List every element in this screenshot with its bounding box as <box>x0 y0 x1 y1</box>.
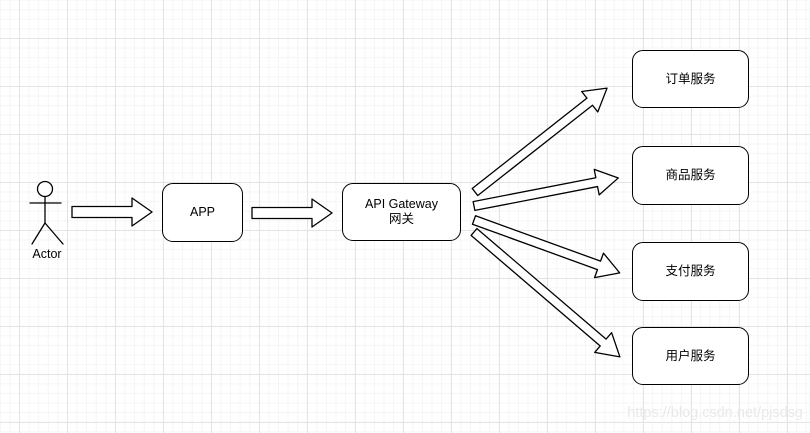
arrow-app-to-gateway <box>251 198 333 228</box>
node-label-line1: API Gateway <box>365 197 438 211</box>
node-app: APP <box>162 183 243 242</box>
node-payment-service: 支付服务 <box>632 242 749 301</box>
actor-leg-left <box>31 222 46 245</box>
arrow-gateway-to-product-service <box>472 168 619 212</box>
arrow-gateway-to-payment-service <box>471 215 621 279</box>
arrow-gateway-to-order-service <box>471 87 608 197</box>
watermark: https://blog.csdn.net/pjsdsg <box>627 405 803 421</box>
node-order-service: 订单服务 <box>632 50 749 108</box>
node-api-gateway: API Gateway 网关 <box>342 183 461 241</box>
node-label: 用户服务 <box>665 348 716 363</box>
actor-figure <box>29 180 64 245</box>
arrow-actor-to-app <box>71 197 153 227</box>
node-label-line2: 网关 <box>388 212 414 226</box>
actor-label: Actor <box>32 247 62 261</box>
node-label: 商品服务 <box>665 168 716 182</box>
node-user-service: 用户服务 <box>632 327 749 385</box>
arrow-gateway-to-user-service <box>470 227 621 358</box>
node-label: APP <box>189 205 215 219</box>
node-label: 支付服务 <box>665 264 716 278</box>
node-label: 订单服务 <box>665 71 716 86</box>
actor-leg-right <box>44 222 64 245</box>
actor-head <box>36 180 54 198</box>
node-product-service: 商品服务 <box>632 146 749 205</box>
